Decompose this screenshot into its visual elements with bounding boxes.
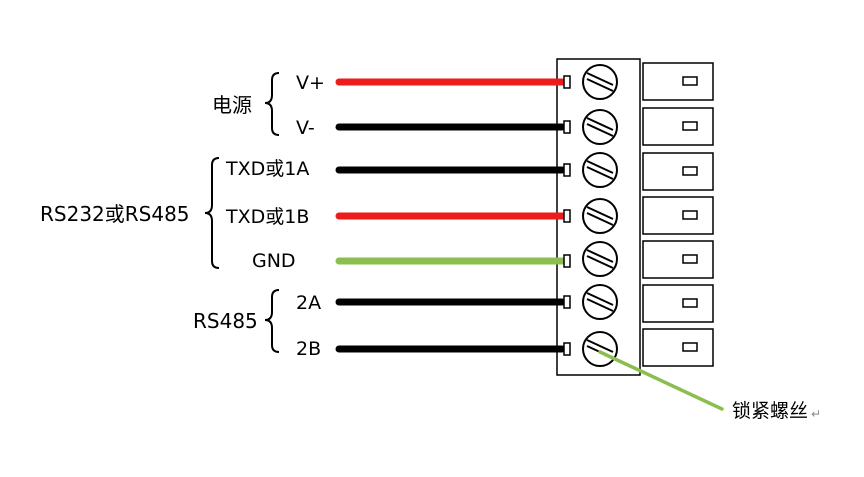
pin-label-2b: 2B [296, 338, 321, 360]
screws [582, 64, 618, 367]
side-tabs [642, 62, 714, 367]
entry-hole [563, 295, 571, 309]
side-tab [642, 240, 714, 279]
screw-icon [582, 109, 618, 145]
screw-icon [582, 331, 618, 367]
brace-rs485 [264, 289, 280, 353]
screw-icon [582, 241, 618, 277]
entry-hole [563, 254, 571, 268]
pin-label-gnd: GND [252, 250, 296, 272]
screw-icon [582, 64, 618, 100]
side-tab [642, 284, 714, 323]
wire-entry-holes [563, 75, 571, 356]
pin-label-txd-1b: TXD或1B [225, 206, 309, 228]
callout-leader-line [598, 350, 724, 411]
paragraph-mark-icon: ↵ [811, 407, 821, 421]
entry-hole [563, 75, 571, 89]
entry-hole [563, 342, 571, 356]
group-label-rs232-rs485: RS232或RS485 [40, 202, 190, 226]
pin-label-2a: 2A [296, 292, 321, 314]
side-tab [642, 328, 714, 367]
screw-icon [582, 152, 618, 188]
screw-icon [582, 198, 618, 234]
group-label-rs485: RS485 [193, 309, 258, 333]
pin-label-v-minus: V- [296, 117, 315, 139]
entry-hole [563, 163, 571, 177]
group-label-power: 电源 [212, 93, 252, 117]
brace-power [264, 72, 280, 136]
screw-icon [582, 284, 618, 320]
side-tab [642, 196, 714, 235]
side-tab [642, 107, 714, 146]
side-tab [642, 152, 714, 191]
callout-label-locking-screw: 锁紧螺丝 [732, 400, 808, 422]
wires [335, 78, 566, 353]
pin-label-v-plus: V+ [296, 72, 325, 94]
brace-rs232-rs485 [204, 157, 220, 269]
side-tab [642, 62, 714, 101]
entry-hole [563, 209, 571, 223]
entry-hole [563, 120, 571, 134]
pin-label-txd-1a: TXD或1A [225, 158, 309, 180]
